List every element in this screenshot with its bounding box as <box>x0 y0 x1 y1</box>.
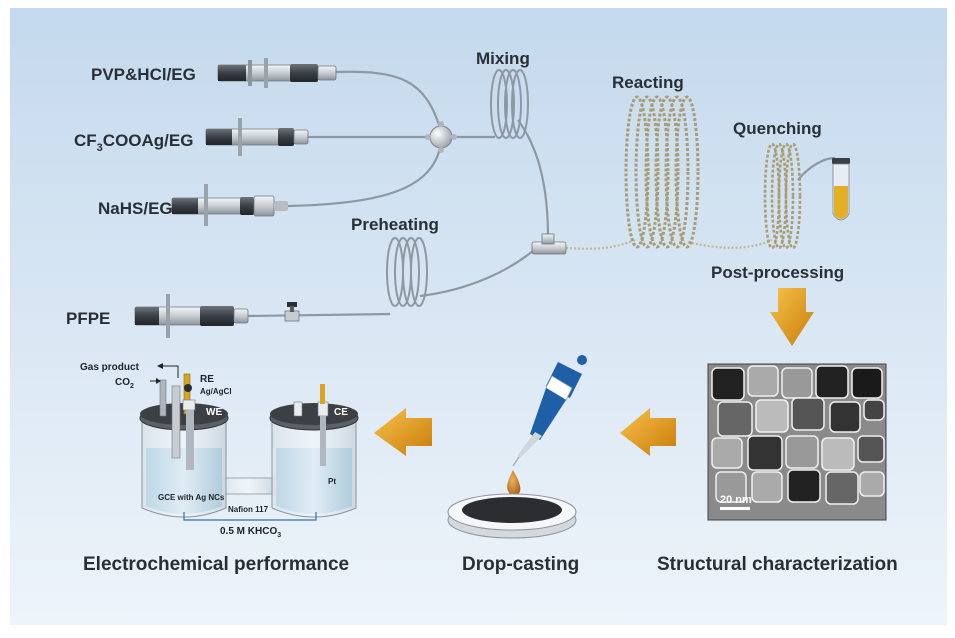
label-preheating: Preheating <box>351 215 439 234</box>
syringe-nahs <box>171 184 288 226</box>
label-pvp: PVP&HCl/EG <box>91 65 196 84</box>
nanocube <box>863 399 885 421</box>
syringe-cf3cooag <box>205 118 309 156</box>
tube-pvp <box>335 70 442 129</box>
label-ag-agcl: Ag/AgCl <box>200 387 232 396</box>
electrolyte-bracket <box>183 512 317 521</box>
tem-image <box>707 363 887 521</box>
syringe-pvp <box>217 58 337 88</box>
label-post-processing: Post-processing <box>711 263 844 282</box>
label-re: RE <box>200 374 214 385</box>
nanocube <box>821 437 855 471</box>
scale-bar <box>720 507 750 510</box>
nanocube <box>829 401 861 433</box>
arrow-left-icon <box>374 408 432 456</box>
nanocube <box>791 397 825 431</box>
label-mixing: Mixing <box>476 49 530 68</box>
tube-preheat-to-tee <box>419 249 535 298</box>
nanocube <box>781 367 813 399</box>
nanocube <box>857 435 885 463</box>
preheating-coil <box>386 237 428 307</box>
label-structural-characterization: Structural characterization <box>657 554 898 575</box>
nanocube <box>787 469 821 503</box>
label-gce: GCE with Ag NCs <box>158 493 225 502</box>
droplet-icon <box>507 470 521 496</box>
nanocube <box>859 471 885 497</box>
scale-bar-label: 20 nm <box>720 494 752 506</box>
arrow-left-icon <box>620 408 676 456</box>
nanocube <box>755 399 789 433</box>
mixing-coil <box>490 69 529 139</box>
arrow-down-icon <box>770 288 814 346</box>
nanocube <box>851 367 883 399</box>
h-cell <box>139 363 359 521</box>
label-ce: CE <box>334 407 348 418</box>
valve-icon <box>284 302 300 322</box>
label-we: WE <box>206 407 222 418</box>
nanocube <box>717 401 753 437</box>
label-nahs: NaHS/EG <box>98 199 173 218</box>
syringe-pfpe <box>134 294 249 338</box>
label-pt: Pt <box>328 477 336 486</box>
nanocube <box>747 435 783 471</box>
tube-pfpe <box>247 312 391 318</box>
nafion-bridge <box>221 477 275 495</box>
nanocube <box>751 471 783 503</box>
label-gas-product: Gas product <box>80 362 140 373</box>
label-nafion: Nafion 117 <box>228 505 269 514</box>
nanocube <box>715 471 747 503</box>
gas-product-arrow <box>162 365 179 378</box>
label-cf3cooag: CF3COOAg/EG <box>74 131 193 154</box>
nanocube <box>825 471 859 505</box>
nanocube <box>785 435 819 469</box>
tube-to-vial <box>797 156 836 181</box>
label-pfpe: PFPE <box>66 309 110 328</box>
label-electrolyte: 0.5 M KHCO3 <box>220 526 281 539</box>
tube-nahs <box>287 147 442 208</box>
nanocube <box>711 367 745 401</box>
cross-mixer-icon <box>425 121 457 153</box>
label-quenching: Quenching <box>733 119 822 138</box>
product-vial-icon <box>832 158 850 221</box>
nanocube <box>747 365 779 397</box>
pipette-icon <box>512 355 587 467</box>
reacting-coil <box>624 95 700 249</box>
nanocube <box>711 437 743 469</box>
label-electrochemical-performance: Electrochemical performance <box>83 554 349 575</box>
label-drop-casting: Drop-casting <box>462 554 579 575</box>
label-reacting: Reacting <box>612 73 684 92</box>
tee-junction-icon <box>531 233 567 255</box>
electrode-disk <box>447 493 577 539</box>
nanocube <box>815 365 849 399</box>
quenching-coil <box>763 142 802 250</box>
tube-to-reacting <box>565 238 636 250</box>
tube-to-quenching <box>687 238 773 249</box>
label-co2: CO2 <box>115 377 134 390</box>
